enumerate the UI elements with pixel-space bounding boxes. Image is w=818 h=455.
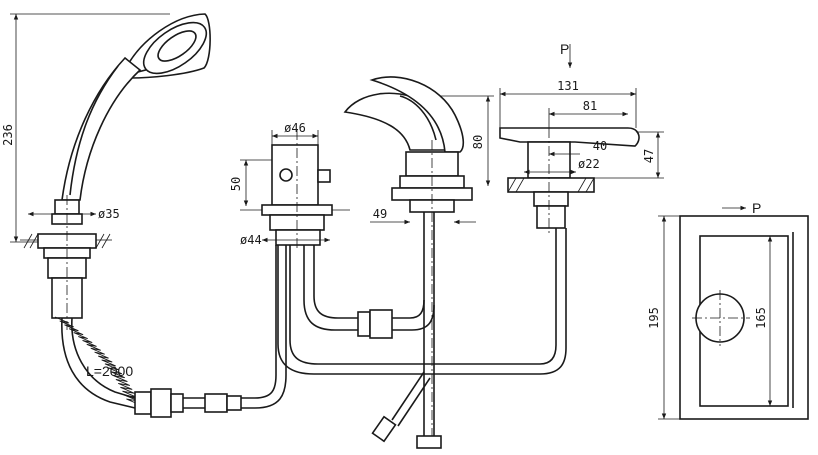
pressure-label-plan: P (752, 200, 761, 216)
dim-131-label: 131 (557, 79, 579, 93)
dim-d22-label: ø22 (578, 157, 600, 171)
dim-195-label: 195 (647, 307, 661, 329)
lever-mixer (499, 127, 640, 235)
dim-d44-label: ø44 (240, 233, 262, 247)
dim-165-label: 165 (754, 307, 768, 329)
dim-236-label: 236 (1, 124, 15, 146)
dimension-lines (10, 13, 773, 420)
shower-hose (54, 316, 141, 409)
dim-d35-label: ø35 (98, 207, 120, 221)
dim-49-label: 49 (373, 207, 387, 221)
hose-fittings (134, 245, 287, 418)
diverter (240, 130, 350, 250)
pipework (277, 212, 567, 449)
hand-shower (20, 13, 211, 330)
dim-40-label: 40 (593, 139, 607, 153)
dim-d46-label: ø46 (284, 121, 306, 135)
dim-50-label: 50 (229, 177, 243, 191)
dim-81-label: 81 (583, 99, 597, 113)
dim-80-label: 80 (471, 135, 485, 149)
hose-coil (54, 316, 141, 406)
dim-47-label: 47 (642, 149, 656, 163)
plan-view (679, 215, 809, 420)
hose-length-label: L=2000 (86, 363, 133, 379)
pressure-label-top: P (560, 41, 569, 57)
spout (343, 76, 473, 445)
